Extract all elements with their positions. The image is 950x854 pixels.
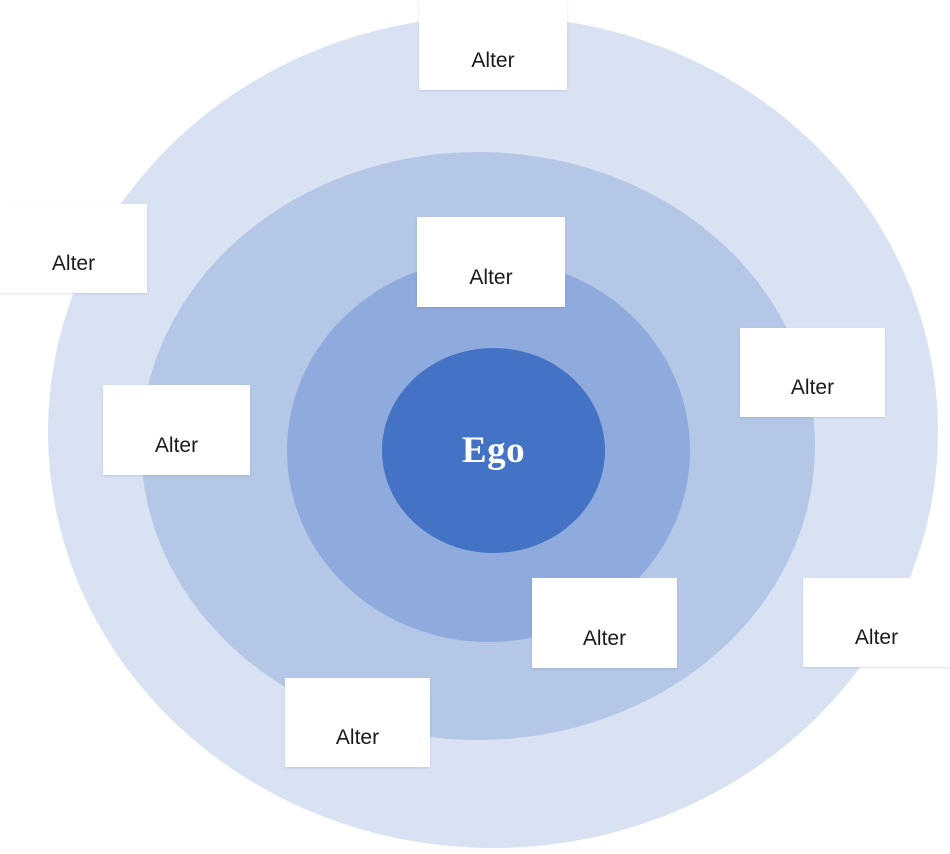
alter-label: Alter <box>582 627 627 650</box>
alter-node-top: Alter <box>419 0 567 90</box>
alter-node-bottom-left: Alter <box>285 678 430 767</box>
alter-node-bottom-center: Alter <box>532 578 677 668</box>
alter-label: Alter <box>854 626 899 649</box>
alter-node-right-middle: Alter <box>740 328 885 417</box>
alter-label: Alter <box>471 49 515 72</box>
alter-node-upper-left: Alter <box>0 204 147 293</box>
ego-label: Ego <box>461 430 526 471</box>
alter-label: Alter <box>51 252 96 275</box>
alter-node-far-right: Alter <box>803 578 950 667</box>
alter-label: Alter <box>790 376 835 399</box>
alter-node-inner-top: Alter <box>417 217 565 307</box>
alter-label: Alter <box>154 434 199 457</box>
alter-label: Alter <box>335 726 380 749</box>
alter-label: Alter <box>469 266 513 289</box>
alter-node-left-middle: Alter <box>103 385 250 475</box>
ego-circle: Ego <box>382 348 605 553</box>
